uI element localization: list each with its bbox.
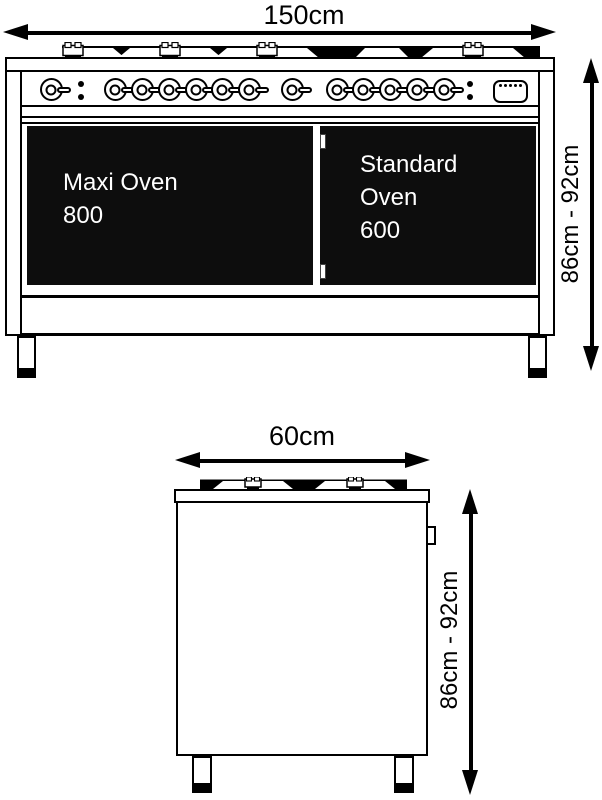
knob-center	[411, 84, 423, 95]
control-knob-icon	[280, 78, 312, 101]
knob-center	[136, 84, 148, 95]
standard-oven-label: Standard Oven 600	[360, 148, 457, 247]
indicator-dots-icon	[467, 81, 473, 107]
front-left-side-panel	[5, 72, 22, 336]
standard-oven-label-line2: Oven	[360, 184, 418, 211]
control-panel	[22, 72, 538, 107]
front-under-door-strip	[22, 287, 538, 298]
control-knob-icon	[39, 78, 71, 101]
side-body	[176, 503, 428, 756]
side-back-leg	[394, 756, 414, 793]
indicator-dots-icon	[78, 81, 84, 107]
arrow-down-icon	[462, 770, 478, 795]
side-height-arrow	[462, 489, 479, 795]
knob-center	[163, 84, 175, 95]
arrow-shaft	[590, 75, 594, 354]
arrow-left-icon	[3, 24, 28, 40]
front-trim-strip-lower	[22, 118, 538, 124]
knob-center	[45, 84, 57, 95]
front-right-side-panel	[538, 72, 555, 336]
knob-center	[357, 84, 369, 95]
front-left-leg	[17, 336, 36, 378]
arrow-left-icon	[175, 452, 200, 468]
knob-handle	[254, 86, 269, 93]
maxi-oven-label-line1: Maxi Oven	[63, 169, 178, 196]
maxi-oven-door: Maxi Oven 800	[27, 126, 313, 285]
knob-center	[438, 84, 450, 95]
arrow-right-icon	[405, 452, 430, 468]
side-connector	[426, 526, 436, 545]
leg-foot	[194, 783, 210, 791]
leg-foot	[396, 783, 412, 791]
side-front-leg	[192, 756, 212, 793]
arrow-shaft	[20, 31, 539, 35]
front-trim-strip-upper	[22, 107, 538, 118]
arrow-shaft	[192, 459, 413, 463]
knob-center	[109, 84, 121, 95]
knob-handle	[56, 86, 71, 93]
front-right-leg	[528, 336, 547, 378]
knob-center	[216, 84, 228, 95]
knob-center	[190, 84, 202, 95]
leg-foot	[530, 368, 545, 376]
door-hinge-icon	[320, 134, 326, 149]
arrow-shaft	[469, 506, 473, 778]
control-knob-icon	[157, 78, 189, 101]
control-knob-icon	[325, 78, 357, 101]
front-height-arrow	[583, 58, 600, 371]
front-plinth	[22, 298, 538, 336]
side-width-arrow	[175, 452, 430, 469]
door-hinge-icon	[320, 264, 326, 279]
leg-foot	[19, 368, 34, 376]
clock-display-icon	[493, 80, 528, 103]
standard-oven-label-line3: 600	[360, 217, 401, 244]
side-cooktop-edge	[174, 489, 430, 503]
front-burner-grate-icon	[62, 42, 540, 58]
side-width-label: 60cm	[268, 421, 336, 451]
knob-center	[331, 84, 343, 95]
arrow-up-icon	[462, 489, 478, 514]
control-knob-icon	[432, 78, 464, 101]
control-knob-icon	[405, 78, 437, 101]
control-knob-icon	[351, 78, 383, 101]
control-knob-icon	[103, 78, 135, 101]
arrow-right-icon	[531, 24, 556, 40]
knob-handle	[449, 86, 464, 93]
arrow-up-icon	[583, 58, 599, 83]
knob-center	[286, 84, 298, 95]
side-height-label: 86cm - 92cm	[436, 570, 463, 710]
control-knob-icon	[130, 78, 162, 101]
control-knob-icon	[210, 78, 242, 101]
standard-oven-label-line1: Standard	[360, 151, 458, 178]
knob-center	[384, 84, 396, 95]
control-knob-icon	[378, 78, 410, 101]
front-height-label: 86cm - 92cm	[557, 144, 584, 284]
arrow-down-icon	[583, 346, 599, 371]
knob-center	[243, 84, 255, 95]
maxi-oven-label: Maxi Oven 800	[63, 166, 178, 232]
front-cooktop-edge	[5, 57, 555, 72]
control-knob-icon	[237, 78, 269, 101]
side-burner-grate-icon	[200, 477, 407, 489]
knob-handle	[297, 86, 312, 93]
control-knob-icon	[184, 78, 216, 101]
front-width-arrow	[3, 24, 556, 41]
oven-doors-area: Maxi Oven 800 Standard Oven 600	[22, 124, 538, 287]
standard-oven-door: Standard Oven 600	[320, 126, 536, 285]
clock-display-buttons	[495, 84, 526, 87]
maxi-oven-label-line2: 800	[63, 202, 104, 229]
front-width-label: 150cm	[263, 0, 345, 30]
